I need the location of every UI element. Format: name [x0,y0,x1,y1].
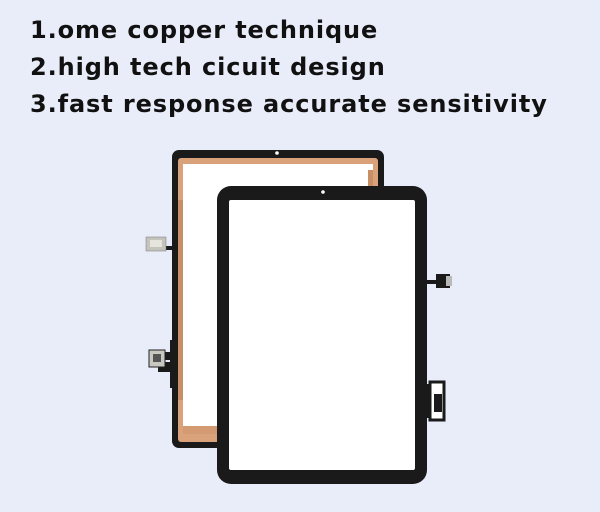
feature-item-2: 2.high tech cicuit design [30,53,386,81]
feature-item-3: 3.fast response accurate sensitivity [30,90,548,118]
digitizer-front-panel [217,186,452,484]
feature-item-1: 1.ome copper technique [30,16,379,44]
feature-list: 1.ome copper technique 2.high tech cicui… [30,12,548,123]
